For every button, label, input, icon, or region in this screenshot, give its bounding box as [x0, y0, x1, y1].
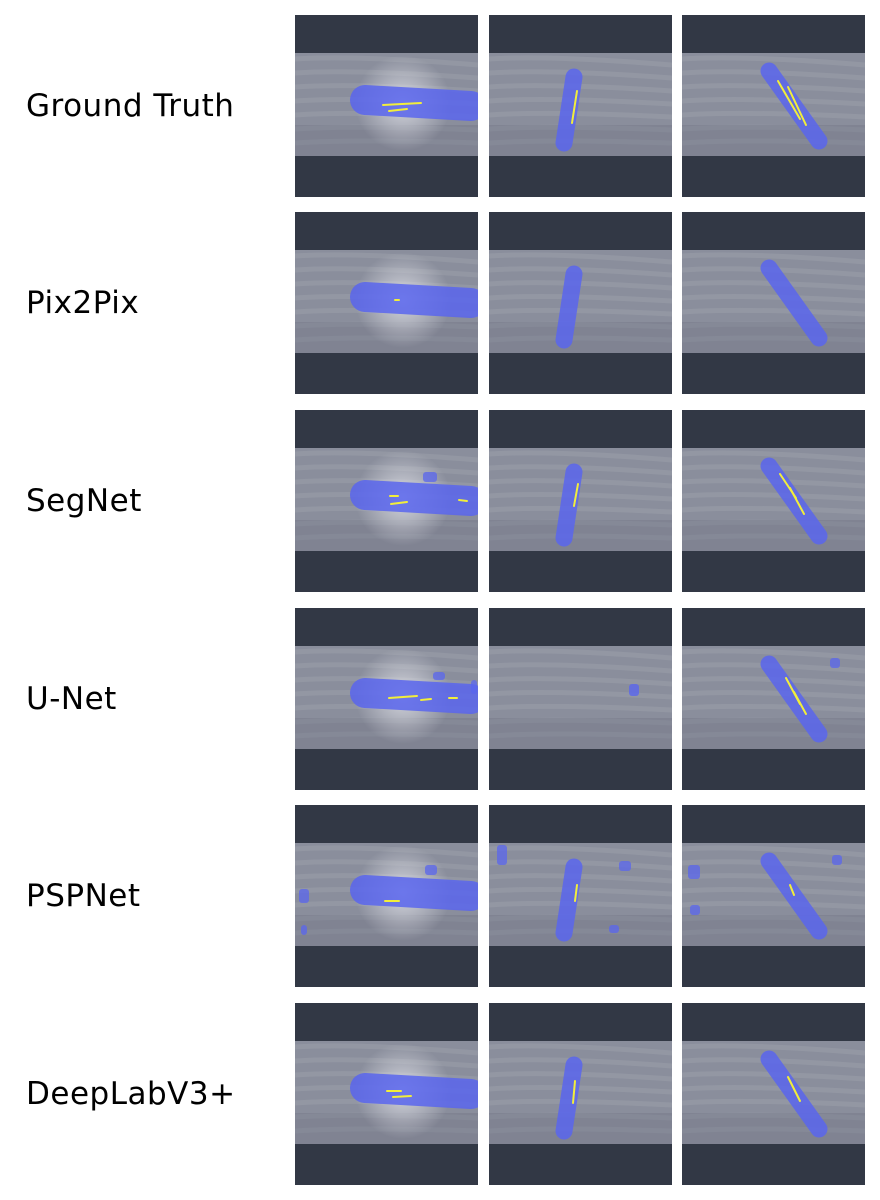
segmentation-mask: [760, 1050, 828, 1138]
vessel-highlight: [388, 108, 408, 112]
segmentation-mask: [350, 480, 478, 516]
segmentation-image: [295, 805, 478, 987]
result-row: PSPNet: [0, 805, 880, 987]
row-label: PSPNet: [26, 878, 141, 914]
vessel-highlight: [420, 698, 432, 701]
segmentation-image: [682, 608, 865, 790]
vessel-highlight: [458, 499, 468, 502]
vessel-highlight: [571, 90, 578, 124]
vessel-highlight: [789, 487, 805, 515]
segmentation-image: [295, 212, 478, 394]
segmentation-mask: [555, 858, 583, 942]
vessel-highlight: [572, 1080, 576, 1104]
vessel-highlight: [382, 102, 422, 106]
segmentation-image: [295, 15, 478, 197]
vessel-highlight: [793, 691, 807, 715]
row-label: U-Net: [26, 681, 117, 717]
vessel-highlight: [789, 884, 795, 896]
vessel-highlight: [787, 1076, 801, 1102]
segmentation-image: [489, 15, 672, 197]
result-row: U-Net: [0, 608, 880, 790]
segmentation-mask: [555, 265, 583, 349]
segmentation-mask: [760, 62, 828, 150]
vessel-highlight: [390, 501, 408, 505]
segmentation-image: [489, 410, 672, 592]
segmentation-mask: [350, 875, 478, 911]
row-label: Pix2Pix: [26, 285, 140, 321]
segmentation-image: [295, 410, 478, 592]
segmentation-mask: [760, 655, 828, 743]
segmentation-image: [489, 608, 672, 790]
vessel-highlight: [388, 695, 418, 699]
vessel-highlight: [573, 483, 579, 507]
result-row: Pix2Pix: [0, 212, 880, 394]
segmentation-image: [295, 608, 478, 790]
result-row: Ground Truth: [0, 15, 880, 197]
segmentation-mask: [760, 852, 828, 940]
vessel-highlight: [787, 86, 807, 126]
vessel-highlight: [574, 884, 578, 902]
segmentation-image: [682, 410, 865, 592]
segmentation-image: [489, 805, 672, 987]
segmentation-mask: [555, 463, 583, 547]
segmentation-image: [489, 1003, 672, 1185]
segmentation-mask: [350, 282, 478, 318]
vessel-highlight: [392, 1095, 412, 1098]
segmentation-mask: [760, 457, 828, 545]
row-label: Ground Truth: [26, 88, 235, 124]
segmentation-image: [682, 805, 865, 987]
vessel-highlight: [777, 80, 801, 120]
row-label: SegNet: [26, 483, 142, 519]
segmentation-image: [682, 15, 865, 197]
segmentation-mask: [350, 1073, 478, 1109]
segmentation-mask: [760, 259, 828, 347]
segmentation-image: [489, 212, 672, 394]
result-row: SegNet: [0, 410, 880, 592]
segmentation-mask: [555, 68, 583, 152]
result-row: DeepLabV3+: [0, 1003, 880, 1185]
row-label: DeepLabV3+: [26, 1076, 236, 1112]
segmentation-mask: [555, 1056, 583, 1140]
segmentation-image: [682, 1003, 865, 1185]
segmentation-image: [295, 1003, 478, 1185]
segmentation-image: [682, 212, 865, 394]
